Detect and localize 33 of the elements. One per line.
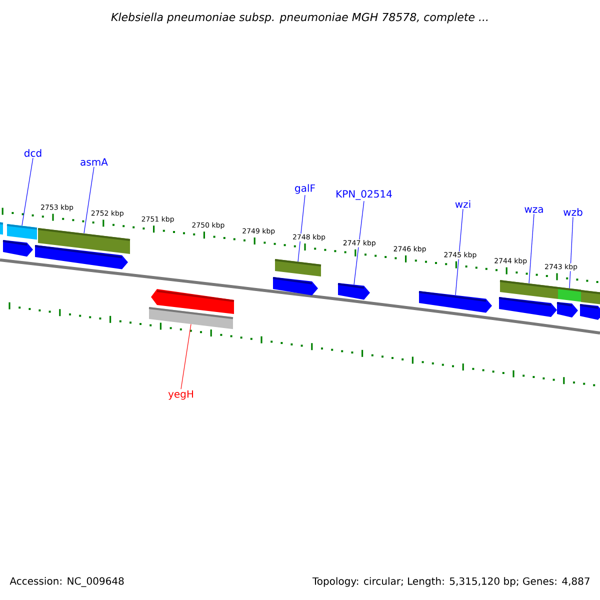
pointed-gene-bar [151, 289, 234, 314]
leader-line [298, 194, 306, 262]
leader-line [84, 166, 94, 234]
leader-line [528, 214, 534, 284]
gene-bar [6, 224, 38, 240]
leader-line [22, 158, 34, 226]
gene-label: wza [524, 207, 543, 213]
gene-label: wzb [564, 208, 582, 216]
gene-label: KPN_02514 [336, 190, 392, 200]
gene-label: dcd [24, 149, 42, 157]
gene-label: wzi [455, 200, 470, 208]
pointed-gene-bar [34, 245, 128, 270]
leader-line [180, 324, 192, 390]
gene-label: galF [295, 184, 315, 194]
gene-bar [500, 280, 558, 299]
gene-bar [274, 259, 322, 276]
pointed-gene-bar [2, 240, 33, 257]
summary-text: Topology: circular; Length: 5,315,120 bp; Genes: 4,887 [312, 577, 590, 587]
pointed-gene-bar [418, 291, 492, 313]
title: Klebsiella pneumoniae subsp. pneumoniae MGH 78578, complete ... [111, 12, 488, 24]
gene-bar [0, 222, 4, 235]
gene-label: asmA [80, 158, 108, 166]
leader-line [455, 208, 464, 296]
pointed-gene-bar [338, 283, 370, 300]
gene-bar [558, 287, 582, 302]
gene-label: yegH [168, 390, 193, 400]
gene-bar [580, 290, 600, 304]
pointed-gene-bar [272, 277, 318, 296]
leader-line [354, 200, 364, 285]
accession-text: Accession: NC_009648 [10, 577, 124, 587]
leader-line [569, 216, 574, 288]
pointed-gene-bar [580, 304, 600, 320]
pointed-gene-bar [556, 302, 578, 318]
